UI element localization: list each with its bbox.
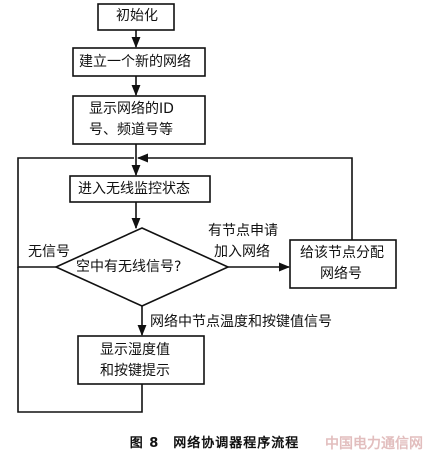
decision-label: 空中有无线信号? bbox=[76, 259, 182, 275]
edge-label-temp-signal: 网络中节点温度和按键值信号 bbox=[150, 314, 332, 330]
show-id-label-line2: 号、频道号等 bbox=[89, 122, 173, 138]
loop-display-back bbox=[17, 267, 143, 413]
edge-label-join-line1: 有节点申请 bbox=[208, 223, 278, 239]
watermark: 中国电力通信网 bbox=[325, 436, 423, 452]
assign-id-label-line2: 网络号 bbox=[320, 266, 362, 282]
edge-label-no-signal: 无信号 bbox=[28, 244, 70, 260]
build-network-label: 建立一个新的网络 bbox=[79, 54, 191, 70]
show-id-label-line1: 显示网络的ID bbox=[89, 101, 174, 117]
assign-id-label-line1: 给该节点分配 bbox=[300, 245, 384, 261]
figure-caption: 图 8 网络协调器程序流程 bbox=[129, 436, 300, 451]
loop-assign-back bbox=[136, 153, 353, 240]
loop-no-signal bbox=[17, 157, 134, 268]
display-label-line2: 和按键提示 bbox=[100, 363, 170, 379]
init-label: 初始化 bbox=[116, 8, 158, 24]
edge-label-join-line2: 加入网络 bbox=[214, 244, 270, 260]
monitor-label: 进入无线监控状态 bbox=[78, 181, 190, 197]
display-label-line1: 显示湿度值 bbox=[100, 342, 170, 358]
